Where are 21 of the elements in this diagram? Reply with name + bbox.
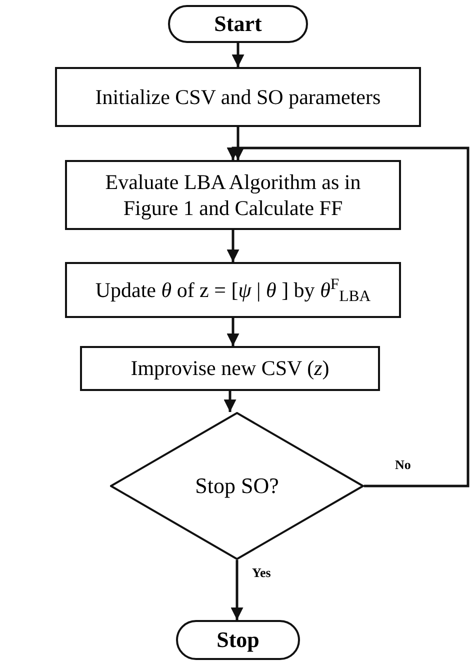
terminal-box [168, 5, 308, 43]
process-box [65, 160, 401, 230]
process-box [80, 346, 380, 391]
node-text: Stop SO? [194, 472, 280, 500]
node-text: Evaluate LBA Algorithm as in Figure 1 and Calculate FF [104, 168, 362, 222]
arrow [226, 230, 240, 262]
edge-label: Yes [251, 566, 272, 579]
terminal-box [176, 620, 300, 660]
arrow [226, 318, 240, 346]
arrow [230, 560, 244, 620]
arrow [232, 43, 244, 67]
arrow [226, 146, 470, 488]
decision-diamond [110, 412, 364, 560]
arrow [224, 391, 236, 412]
node-text: Stop [216, 626, 260, 654]
process-box [65, 262, 401, 318]
node-text: Start [213, 10, 263, 38]
process-box [55, 67, 421, 127]
node-text: Improvise new CSV (z) [130, 355, 330, 382]
node-text: Initialize CSV and SO parameters [94, 84, 382, 110]
edge-label: No [394, 458, 412, 471]
